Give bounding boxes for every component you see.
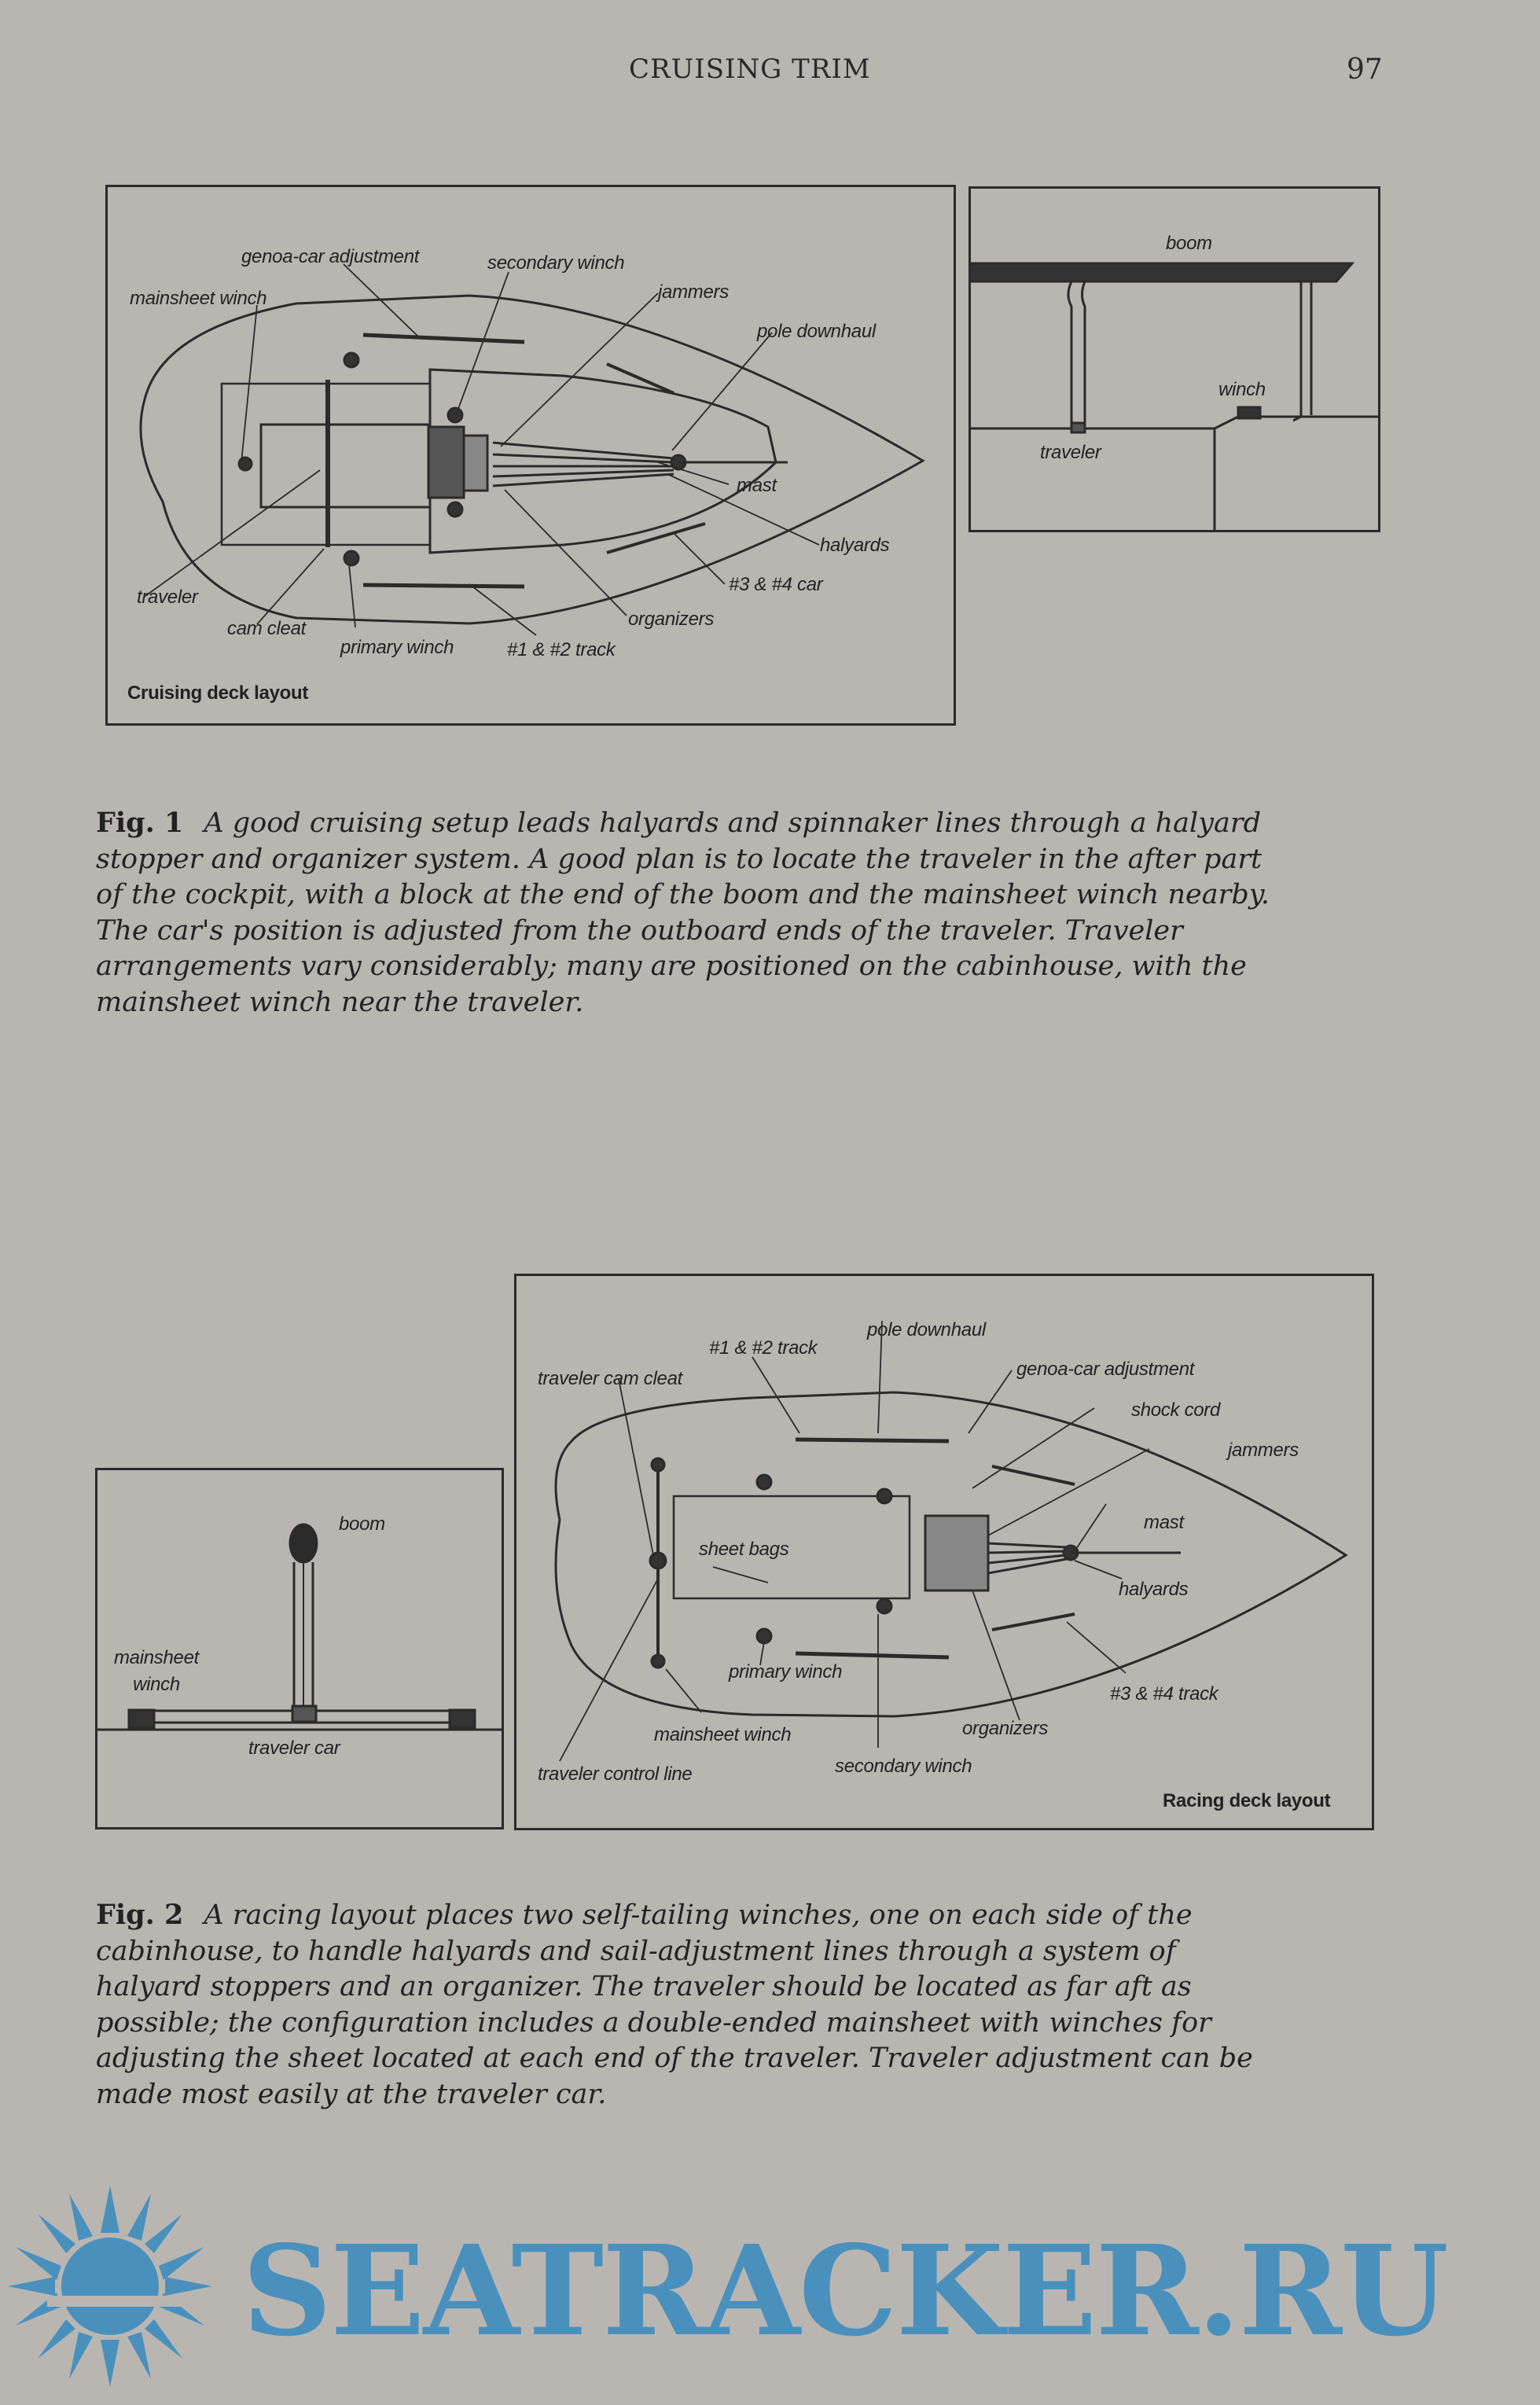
label-genoa-car-adjustment-racing: genoa-car adjustment bbox=[1016, 1359, 1195, 1380]
label-secondary-winch-racing: secondary winch bbox=[835, 1756, 972, 1777]
label-sheet-bags: sheet bags bbox=[699, 1539, 789, 1560]
cruising-deck-diagram bbox=[139, 263, 925, 636]
watermark: SEATRACKER.RU bbox=[0, 2178, 1540, 2405]
label-traveler-side: traveler bbox=[1040, 442, 1101, 463]
label-shock-cord: shock cord bbox=[1131, 1399, 1221, 1421]
label-track-1-2-racing: #1 & #2 track bbox=[709, 1337, 818, 1359]
label-winch-side: winch bbox=[1218, 379, 1266, 400]
figure1-deck-layout: genoa-car adjustment secondary winch mai… bbox=[105, 185, 956, 726]
figure2-caption-text: A racing layout places two self-tailing … bbox=[96, 1899, 1253, 2110]
figure1-caption-label: Fig. 1 bbox=[96, 807, 184, 839]
label-mainsheet-winch-side: mainsheet winch bbox=[113, 1647, 200, 1695]
label-traveler: traveler bbox=[137, 587, 198, 608]
running-title: CRUISING TRIM bbox=[629, 53, 871, 85]
label-traveler-cam-cleat: traveler cam cleat bbox=[538, 1368, 682, 1389]
label-secondary-winch: secondary winch bbox=[487, 252, 625, 274]
label-primary-winch: primary winch bbox=[340, 637, 454, 658]
label-halyards-racing: halyards bbox=[1119, 1579, 1189, 1600]
label-mainsheet-winch: mainsheet winch bbox=[130, 288, 267, 309]
label-cam-cleat: cam cleat bbox=[227, 618, 307, 639]
sun-logo-icon bbox=[8, 2186, 212, 2387]
label-organizers-racing: organizers bbox=[962, 1718, 1049, 1739]
figure1-side-view: boom winch traveler bbox=[968, 186, 1380, 532]
label-mast: mast bbox=[737, 475, 777, 496]
label-traveler-control-line: traveler control line bbox=[538, 1763, 693, 1785]
racing-side-diagram bbox=[97, 1523, 502, 1731]
label-track-3-4-racing: #3 & #4 track bbox=[1110, 1683, 1218, 1704]
figure2-caption-label: Fig. 2 bbox=[96, 1899, 184, 1931]
label-traveler-car: traveler car bbox=[248, 1738, 340, 1759]
label-mast-racing: mast bbox=[1144, 1512, 1184, 1533]
label-car-3-4: #3 & #4 car bbox=[729, 574, 823, 595]
label-track-1-2: #1 & #2 track bbox=[507, 639, 616, 660]
label-organizers: organizers bbox=[628, 609, 715, 630]
layout-title-cruising: Cruising deck layout bbox=[127, 682, 309, 704]
page-number: 97 bbox=[1347, 53, 1383, 86]
label-pole-downhaul-racing: pole downhaul bbox=[867, 1319, 986, 1340]
label-mainsheet-winch-racing: mainsheet winch bbox=[654, 1724, 792, 1745]
figure2-deck-layout: pole downhaul #1 & #2 track genoa-car ad… bbox=[514, 1274, 1374, 1830]
label-genoa-car-adjustment: genoa-car adjustment bbox=[241, 246, 420, 267]
watermark-text: SEATRACKER.RU bbox=[242, 2219, 1449, 2364]
figure1-caption-text: A good cruising setup leads halyards and… bbox=[96, 807, 1270, 1018]
cruising-side-diagram bbox=[971, 262, 1378, 530]
label-jammers-racing: jammers bbox=[1228, 1440, 1299, 1461]
label-halyards: halyards bbox=[820, 535, 890, 556]
label-boom-racing: boom bbox=[339, 1513, 385, 1535]
running-head: CRUISING TRIM 97 bbox=[0, 53, 1540, 93]
layout-title-racing: Racing deck layout bbox=[1163, 1790, 1331, 1811]
label-primary-winch-racing: primary winch bbox=[729, 1661, 843, 1682]
racing-deck-diagram bbox=[554, 1320, 1348, 1762]
label-boom-side: boom bbox=[1166, 233, 1212, 254]
label-jammers: jammers bbox=[658, 281, 729, 303]
label-pole-downhaul: pole downhaul bbox=[757, 321, 876, 342]
figure2-side-view: boom mainsheet winch traveler car bbox=[95, 1468, 504, 1829]
